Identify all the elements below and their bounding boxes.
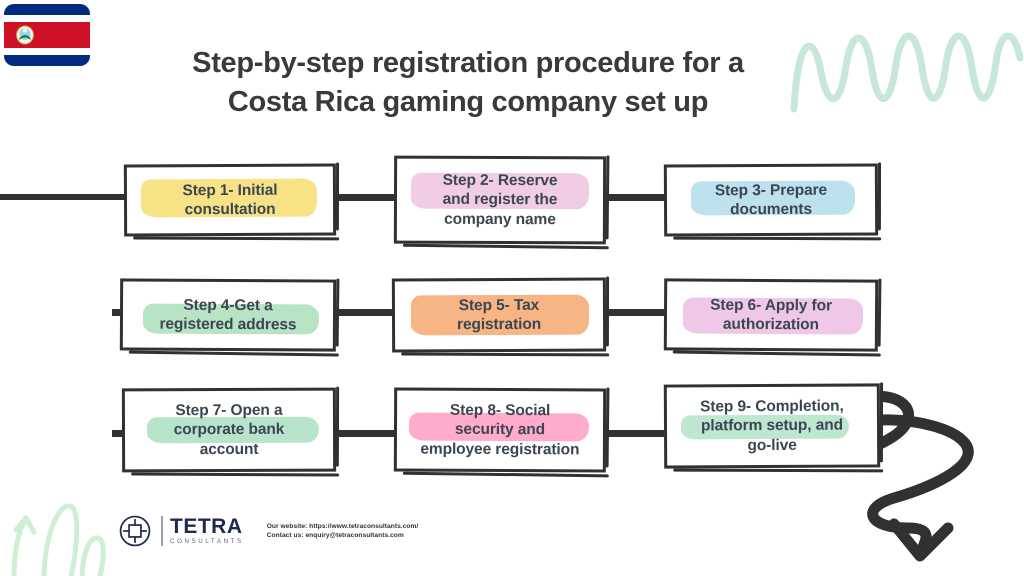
flow-row-3: Step 7- Open a corporate bank account St… xyxy=(0,380,1024,480)
tetra-logo-icon xyxy=(119,515,151,547)
step-box-6[interactable]: Step 6- Apply for authorization xyxy=(663,278,879,352)
step-box-5[interactable]: Step 5- Tax registration xyxy=(391,277,607,353)
connector-step2-step3 xyxy=(600,194,670,201)
connector-step5-step6 xyxy=(600,309,670,316)
step-box-9[interactable]: Step 9- Completion, platform setup, and … xyxy=(663,383,881,469)
step-box-8[interactable]: Step 8- Social security and employee reg… xyxy=(393,387,607,473)
page-title-line-2: Costa Rica gaming company set up xyxy=(227,85,709,118)
step-text-8: Step 8- Social security and employee reg… xyxy=(420,401,580,458)
connector-step1-step2 xyxy=(330,194,400,201)
step-text-9: Step 9- Completion, platform setup, and … xyxy=(700,397,844,454)
costa-rica-flag xyxy=(4,4,90,66)
connector-entry-line xyxy=(0,194,130,200)
footer: TETRA CONSULTANTS Our website: https://w… xyxy=(118,514,418,548)
step-text-1: Step 1- Initial consultation xyxy=(182,181,278,219)
website-line[interactable]: Our website: https://www.tetraconsultant… xyxy=(266,523,419,530)
step-text-7: Step 7- Open a corporate bank account xyxy=(173,401,285,458)
page-title-line-1: Step-by-step registration procedure for … xyxy=(192,47,744,79)
flow-row-2: Step 4-Get a registered address Step 5- … xyxy=(0,265,1024,365)
step-box-7[interactable]: Step 7- Open a corporate bank account xyxy=(121,387,337,473)
page-title: Step-by-step registration procedure for … xyxy=(118,44,818,121)
step-text-3: Step 3- Prepare documents xyxy=(714,181,828,219)
step-text-2: Step 2- Reserve and register the company… xyxy=(442,171,558,228)
brand-subtitle: CONSULTANTS xyxy=(170,538,244,546)
step-box-4[interactable]: Step 4-Get a registered address xyxy=(119,278,337,352)
step-text-5: Step 5- Tax registration xyxy=(456,296,542,334)
connector-nub-row3 xyxy=(112,430,122,437)
connector-nub-row2 xyxy=(112,309,122,316)
tetra-logo-text: TETRA CONSULTANTS xyxy=(161,515,244,546)
connector-step8-step9 xyxy=(600,430,670,437)
step-box-1[interactable]: Step 1- Initial consultation xyxy=(123,163,337,237)
step-box-3[interactable]: Step 3- Prepare documents xyxy=(663,163,879,237)
contact-info: Our website: https://www.tetraconsultant… xyxy=(267,523,419,539)
flow-diagram: Step 1- Initial consultation Step 2- Res… xyxy=(0,140,1024,490)
brand-name: TETRA xyxy=(170,515,243,539)
connector-step7-step8 xyxy=(330,430,400,437)
step-text-6: Step 6- Apply for authorization xyxy=(710,296,832,334)
leaf-arrow-decoration-icon xyxy=(11,503,106,576)
contact-line[interactable]: Contact us: enquiry@tetraconsultants.com xyxy=(266,532,404,539)
step-text-4: Step 4-Get a registered address xyxy=(159,296,297,334)
step-box-2[interactable]: Step 2- Reserve and register the company… xyxy=(393,155,607,245)
flow-row-1: Step 1- Initial consultation Step 2- Res… xyxy=(0,150,1024,250)
flag-svg xyxy=(4,4,90,66)
wave-decoration-icon xyxy=(790,32,1024,113)
connector-step4-step5 xyxy=(330,309,398,316)
